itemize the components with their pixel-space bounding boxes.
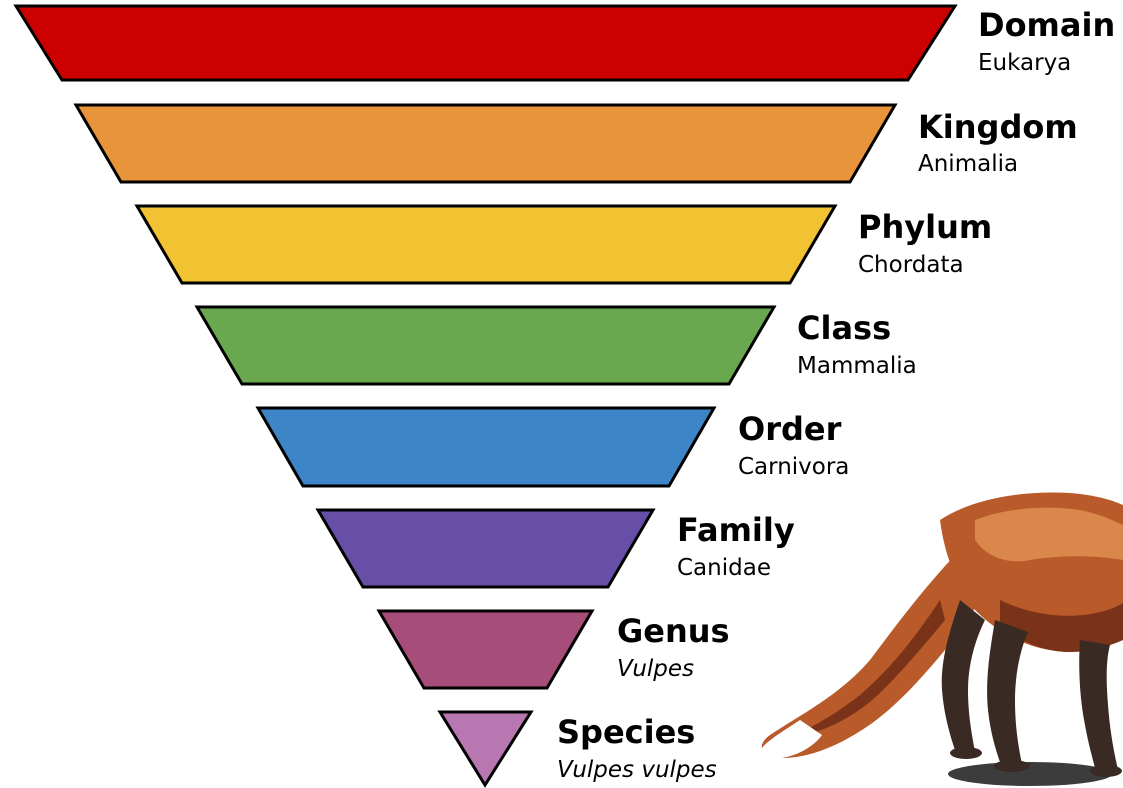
level-phylum: Phylum Chordata [137,206,992,283]
rank-family: Family [677,511,795,549]
fox-hind-leg-right [987,620,1028,764]
rank-genus: Genus [617,612,730,650]
level-domain: Domain Eukarya [16,6,1115,80]
band-kingdom [76,105,895,182]
band-domain [16,6,955,80]
level-species: Species Vulpes vulpes [440,712,717,785]
rank-class: Class [797,309,891,347]
taxon-order: Carnivora [738,454,849,480]
fox-paw-3 [1090,765,1122,777]
fox-fore-leg [1079,640,1118,770]
fox-body-highlight [975,508,1123,562]
taxon-species: Vulpes vulpes [557,757,717,783]
taxon-domain: Eukarya [978,50,1071,76]
band-species [440,712,531,785]
fox-paw-2 [994,760,1030,772]
taxon-class: Mammalia [797,353,917,379]
taxon-kingdom: Animalia [918,151,1018,177]
band-order [258,408,714,486]
band-genus [379,611,592,688]
band-phylum [137,206,835,283]
fox-shadow [948,762,1112,786]
rank-order: Order [738,410,842,448]
level-family: Family Canidae [318,510,795,587]
rank-species: Species [557,713,695,751]
level-genus: Genus Vulpes [379,611,730,688]
level-kingdom: Kingdom Animalia [76,105,1078,182]
red-fox-illustration [761,492,1123,786]
rank-phylum: Phylum [858,208,992,246]
fox-paw-1 [950,747,982,759]
taxon-family: Canidae [677,555,771,581]
band-family [318,510,653,587]
band-class [197,307,774,384]
level-class: Class Mammalia [197,307,917,384]
taxon-phylum: Chordata [858,252,964,278]
rank-domain: Domain [978,6,1115,44]
taxon-genus: Vulpes [617,656,694,682]
rank-kingdom: Kingdom [918,108,1078,146]
level-order: Order Carnivora [258,408,849,486]
